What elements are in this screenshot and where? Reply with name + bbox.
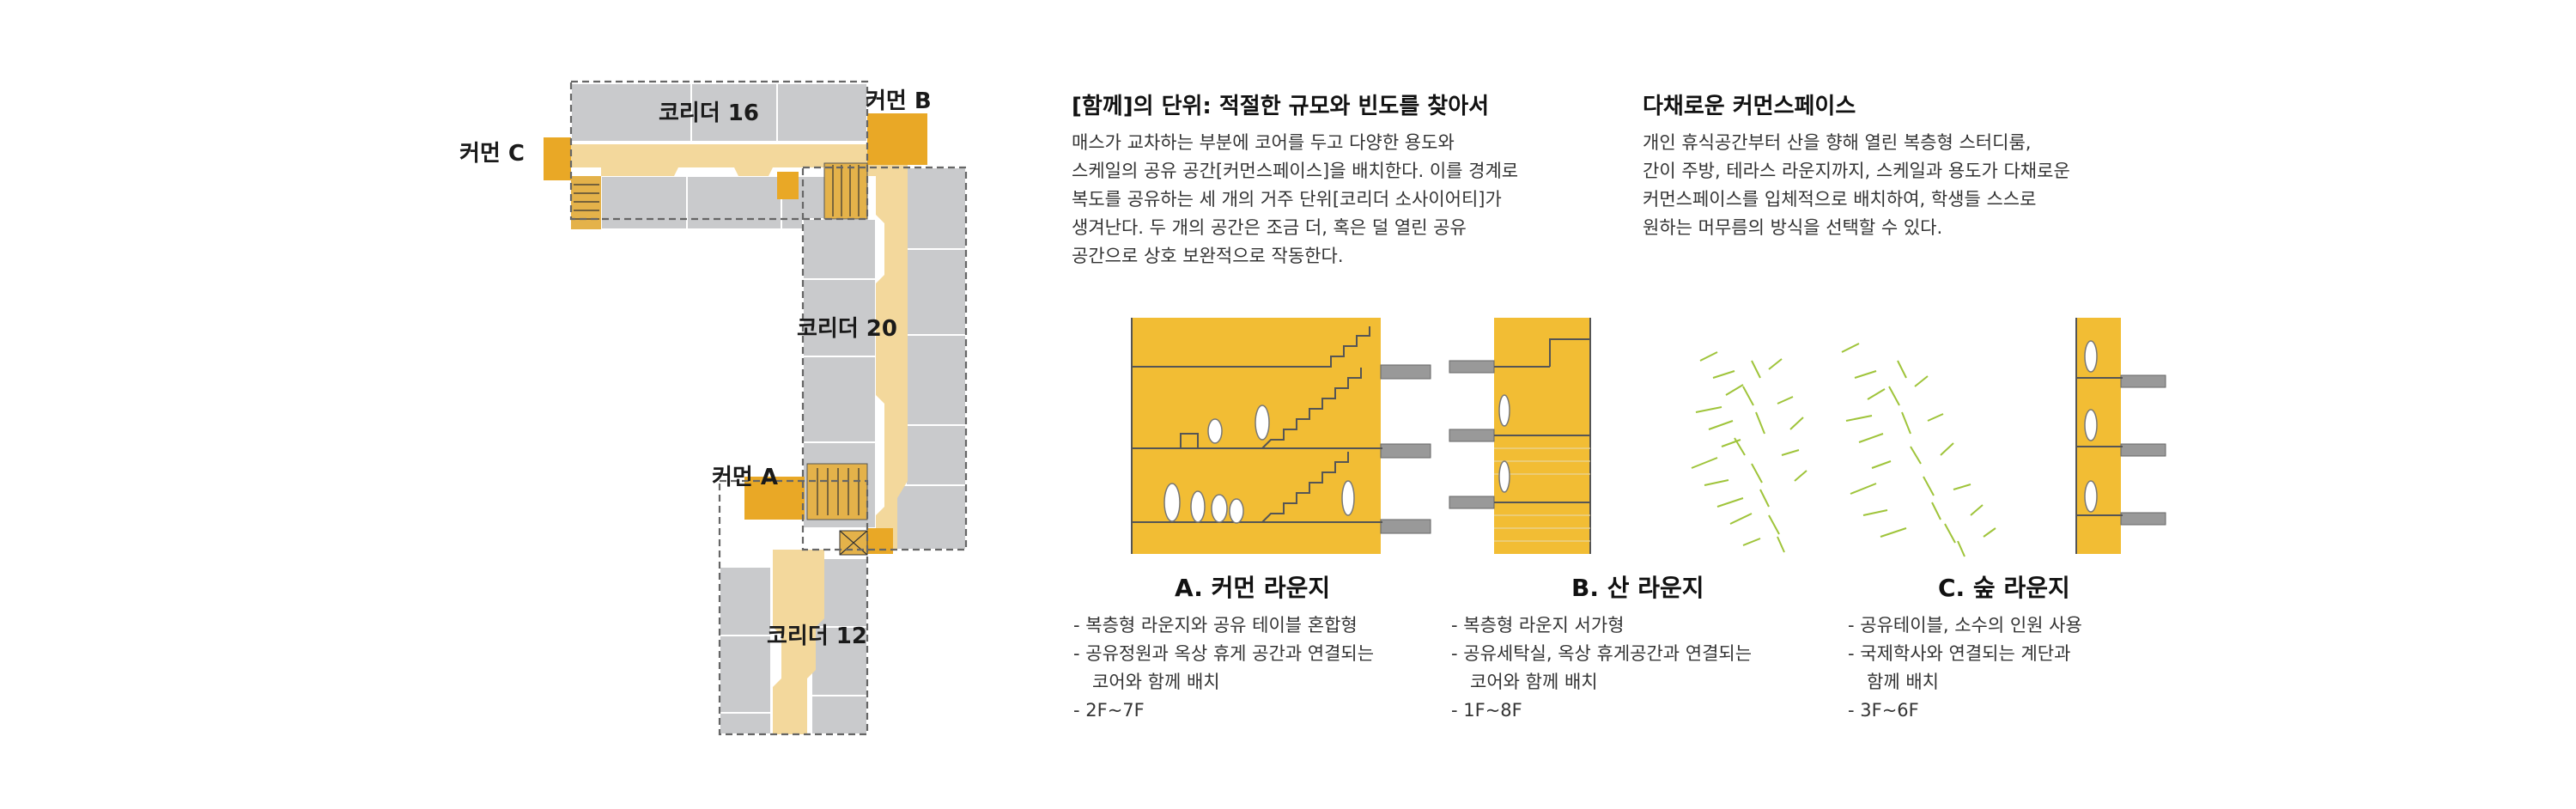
common-b-block <box>867 113 927 165</box>
lounge-b-list: - 복층형 라운지 서가형 - 공유세탁실, 옥상 휴게공간과 연결되는 코어와… <box>1451 615 1753 721</box>
common-c-label: 커먼 C <box>459 141 525 167</box>
lounge-c-list: - 공유테이블, 소수의 인원 사용 - 국제학사와 연결되는 계단과 함께 배… <box>1848 615 2082 721</box>
section-1-title: [함께]의 단위: 적절한 규모와 빈도를 찾아서 <box>1072 94 1490 119</box>
lounge-c-diagram <box>1691 318 2166 557</box>
common-spaces <box>544 113 927 554</box>
lounge-b-diagram <box>1449 318 1591 554</box>
unit-blocks <box>570 82 967 735</box>
corridor-society-outlines <box>569 80 968 736</box>
lounge-c-title: C. 숲 라운지 <box>1938 574 2070 602</box>
corridor-12-label: 코리더 12 <box>767 623 867 649</box>
corridor-20-label: 코리더 20 <box>797 316 897 342</box>
common-b-label: 커먼 B <box>866 88 932 114</box>
corridor-16-label: 코리더 16 <box>659 100 759 126</box>
lounge-a-title: A. 커먼 라운지 <box>1175 574 1331 602</box>
section-2-title: 다채로운 커먼스페이스 <box>1643 94 1856 119</box>
common-a-block <box>744 477 805 520</box>
tree-left <box>1691 351 1807 553</box>
section-1-paragraph: 매스가 교차하는 부분에 코어를 두고 다양한 용도와 스케일의 공유 공간[커… <box>1072 132 1519 266</box>
lounge-a-list: - 복층형 라운지와 공유 테이블 혼합형 - 공유정원과 옥상 휴게 공간과 … <box>1073 615 1375 721</box>
tree-right <box>1841 343 1996 557</box>
common-a-label: 커먼 A <box>712 465 779 490</box>
lounge-a-diagram <box>1131 318 1431 554</box>
cores <box>571 162 868 556</box>
common-c-block <box>544 137 571 180</box>
lounge-b-title: B. 산 라운지 <box>1571 574 1704 602</box>
corridor-paths <box>571 144 908 734</box>
section-2-paragraph: 개인 휴식공간부터 산을 향해 열린 복층형 스터디룸, 간이 주방, 테라스 … <box>1643 132 2070 238</box>
